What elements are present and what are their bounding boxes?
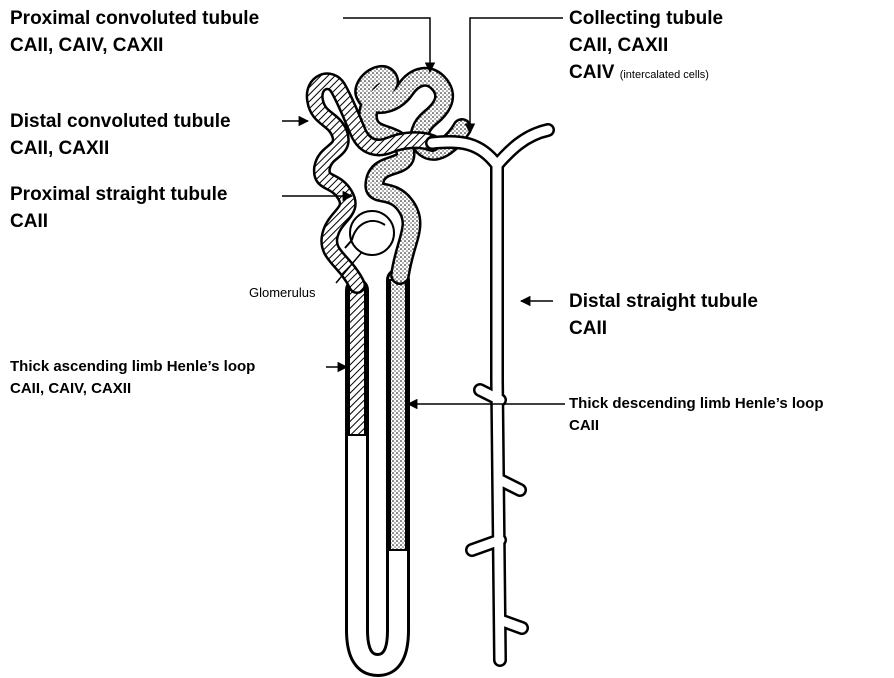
- ct-enzymes-1: CAII, CAXII: [569, 35, 668, 58]
- arrow-pct: [343, 18, 430, 72]
- ct-enzyme-note: (intercalated cells): [620, 69, 709, 81]
- dct-title: Distal convoluted tubule: [10, 111, 231, 134]
- tal-enzymes: CAII, CAIV, CAXII: [10, 380, 131, 398]
- pst-enzymes: CAII: [10, 211, 48, 234]
- tdl-enzymes: CAII: [569, 417, 599, 435]
- pct-enzymes: CAII, CAIV, CAXII: [10, 35, 163, 58]
- pct-title: Proximal convoluted tubule: [10, 8, 259, 31]
- arrow-collecting: [470, 18, 563, 133]
- ct-enzyme-caiv: CAIV: [569, 62, 614, 83]
- dst-title: Distal straight tubule: [569, 291, 758, 314]
- ct-enzymes-2: CAIV (intercalated cells): [569, 62, 709, 85]
- pst-title: Proximal straight tubule: [10, 184, 227, 207]
- collecting-tubule: [432, 130, 548, 660]
- dct-enzymes: CAII, CAXII: [10, 138, 109, 161]
- tal-title: Thick ascending limb Henle’s loop: [10, 358, 255, 376]
- dst-enzymes: CAII: [569, 318, 607, 341]
- glomerulus-shape: [345, 211, 394, 255]
- ct-title: Collecting tubule: [569, 8, 723, 31]
- tdl-title: Thick descending limb Henle’s loop: [569, 395, 824, 413]
- glomerulus-label: Glomerulus: [249, 285, 315, 301]
- thick-descending-limb: [390, 280, 406, 550]
- thick-ascending-limb: [349, 285, 365, 435]
